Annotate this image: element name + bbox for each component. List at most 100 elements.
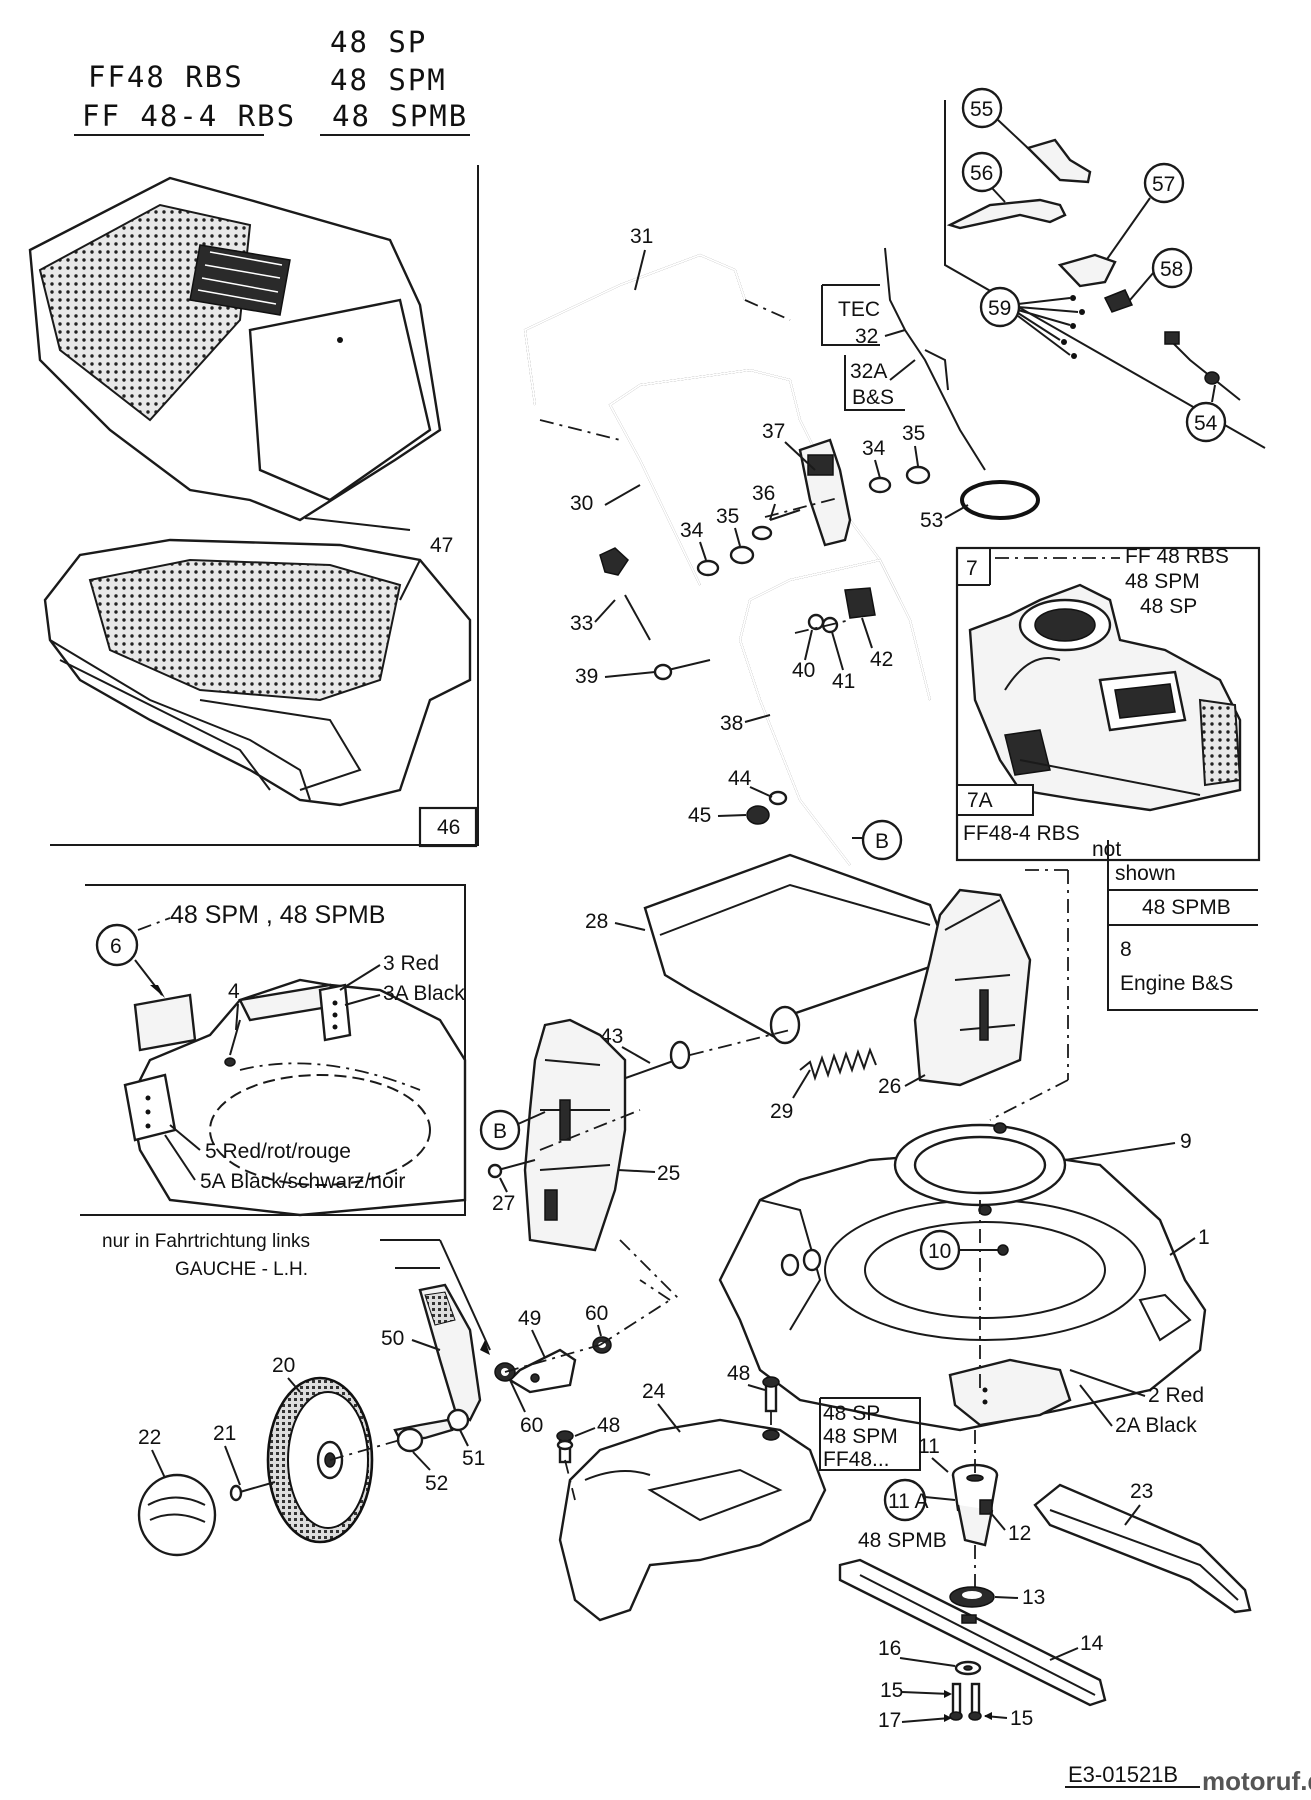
callout-11a: 11 A [888, 1490, 928, 1513]
model-ff48rbs: FF48 RBS [88, 60, 244, 94]
engine-7a-model: FF48-4 RBS [963, 822, 1080, 845]
color-2: 2 Red [1148, 1384, 1204, 1407]
callout-circle-b1 [861, 819, 903, 861]
engine-model-2: 48 SPM [1125, 570, 1200, 593]
callout-59: 59 [988, 297, 1011, 320]
cable-variants: TEC 32 32A B&S [821, 284, 916, 411]
upper-handle [523, 253, 746, 406]
callout-58: 58 [1160, 258, 1183, 281]
callout-53: 53 [920, 509, 943, 532]
leader-47b [399, 559, 421, 601]
model-48sp: 48 SP [330, 25, 427, 59]
model-48spm: 48 SPM [330, 63, 447, 97]
callout-35a: 35 [902, 422, 925, 445]
drive-belt [1033, 1483, 1252, 1614]
grass-catcher-group: 47 46 [28, 165, 479, 848]
blade-models-2: 48 SPM [823, 1425, 898, 1448]
engine-group: 7 FF 48 RBS 48 SPM 48 SP 7A FF48-4 RBS n… [955, 545, 1261, 1121]
deck-fragment [128, 978, 467, 1217]
spm-panel: 48 SPM , 48 SPMB 6 4 3 Red 3A Black 5 Re… [80, 884, 467, 1217]
callout-60b: 60 [520, 1414, 543, 1437]
header: 48 SP FF48 RBS 48 SPM FF 48-4 RBS 48 SPM… [74, 25, 470, 136]
leader-47a [304, 517, 411, 531]
callout-45: 45 [688, 804, 711, 827]
callout-44: 44 [728, 767, 752, 790]
not-shown-1: not [1092, 838, 1121, 861]
callout-28: 28 [585, 910, 608, 933]
callout-40: 40 [792, 659, 815, 682]
handle-assembly [523, 247, 1040, 866]
callout-35b: 35 [716, 505, 739, 528]
wheel-group: nur in Fahrtrichtung links GAUCHE - L.H.… [102, 1231, 671, 1557]
callout-26: 26 [878, 1075, 901, 1098]
callout-31: 31 [630, 225, 653, 248]
callout-20: 20 [272, 1354, 295, 1377]
callout-48a: 48 [597, 1414, 620, 1437]
rear-cover [558, 1418, 827, 1622]
handle-knob [599, 547, 629, 576]
engine-model-3: 48 SP [1140, 595, 1197, 618]
spring-29 [799, 1047, 877, 1082]
callout-8: 8 [1120, 938, 1132, 961]
lever-56 [946, 198, 1067, 230]
callout-56: 56 [970, 162, 993, 185]
callout-10: 10 [928, 1240, 951, 1263]
rear-cover-group: 24 48 48 [556, 1362, 827, 1622]
handle-callouts: 31 30 37 36 34 35 34 35 33 39 40 41 42 3… [570, 225, 969, 861]
blade-group: 48 SP 48 SPM FF48... 11 11 A 48 SPMB 12 … [819, 1397, 1252, 1732]
callout-36: 36 [752, 482, 775, 505]
callout-b1: B [875, 830, 889, 853]
not-shown-2: shown [1115, 862, 1176, 885]
spark-cable-54 [1169, 339, 1241, 401]
callout-34a: 34 [862, 437, 886, 460]
cable-tie [960, 480, 1040, 520]
callout-11: 11 [918, 1435, 940, 1458]
callout-39: 39 [575, 665, 598, 688]
callout-42: 42 [870, 648, 893, 671]
callout-34b: 34 [680, 519, 704, 542]
cable-clip [844, 587, 876, 619]
plug-6 [133, 993, 197, 1052]
model-48spmb: 48 SPMB [332, 99, 468, 133]
engine-bs: Engine B&S [1120, 972, 1233, 995]
callout-52: 52 [425, 1472, 448, 1495]
watermark: motoruf.de [1202, 1766, 1311, 1796]
color-2a: 2A Black [1115, 1414, 1197, 1437]
spm-panel-title: 48 SPM , 48 SPMB [170, 901, 385, 929]
deck-group: 1 2 Red 2A Black 9 10 [718, 1122, 1210, 1437]
color-5a: 5A Black/schwarz/noir [200, 1170, 405, 1193]
axle-bolt [396, 1427, 424, 1453]
rear-frame-right [913, 888, 1032, 1087]
bracket-49 [508, 1348, 577, 1394]
callout-29: 29 [770, 1100, 793, 1123]
callout-15a: 15 [880, 1679, 903, 1702]
callout-48b: 48 [727, 1362, 750, 1385]
bs-label: B&S [852, 386, 894, 409]
blade-models-3: FF48... [823, 1448, 890, 1471]
callout-6: 6 [110, 935, 122, 958]
direction-note-1: nur in Fahrtrichtung links [102, 1231, 310, 1252]
color-5: 5 Red/rot/rouge [205, 1140, 351, 1163]
callout-17: 17 [878, 1709, 901, 1732]
callout-24: 24 [642, 1380, 666, 1403]
callout-37: 37 [762, 420, 785, 443]
mower-deck [718, 1148, 1207, 1432]
callout-15b: 15 [1010, 1707, 1033, 1730]
callout-54: 54 [1194, 412, 1218, 435]
footer: E3-01521B motoruf.de [1065, 1762, 1311, 1796]
clip-55 [1025, 138, 1092, 184]
chute-2 [948, 1358, 1072, 1427]
callout-b2: B [493, 1120, 507, 1143]
callout-25: 25 [657, 1162, 680, 1185]
callout-14: 14 [1080, 1632, 1104, 1655]
model-ff48-4rbs: FF 48-4 RBS [82, 99, 296, 133]
cover-57 [1057, 253, 1117, 288]
callout-32: 32 [855, 325, 878, 348]
blade-11a-model: 48 SPMB [858, 1529, 947, 1552]
callout-circle-b2 [479, 1109, 521, 1151]
callout-9: 9 [1180, 1130, 1192, 1153]
callout-4: 4 [228, 980, 240, 1003]
callout-7: 7 [966, 557, 978, 580]
callout-57: 57 [1152, 173, 1175, 196]
